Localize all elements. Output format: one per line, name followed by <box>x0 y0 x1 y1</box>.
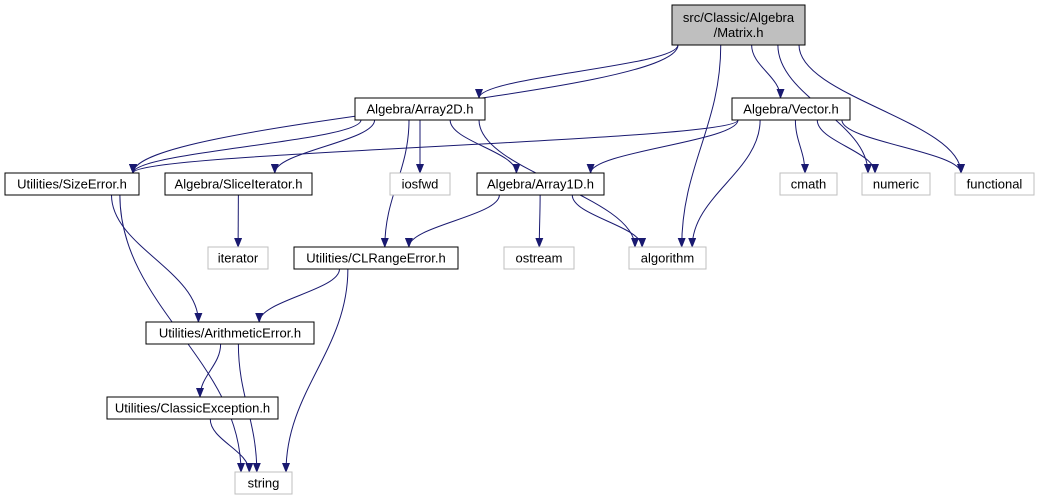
node-arithmeticerror-label: Utilities/ArithmeticError.h <box>159 326 301 341</box>
node-vector-label: Algebra/Vector.h <box>743 102 838 117</box>
node-ostream-box <box>503 246 575 270</box>
edge-array2d-to-array1d <box>449 119 521 174</box>
edge-classicexception-to-string <box>209 418 254 473</box>
node-classicexception-box <box>106 396 279 420</box>
node-sliceiterator-box <box>164 172 313 196</box>
node-matrix[interactable]: src/Classic/Algebra/Matrix.h <box>671 4 806 46</box>
node-iosfwd-box <box>389 172 451 196</box>
node-array2d[interactable]: Algebra/Array2D.h <box>354 97 486 121</box>
edges-layer <box>111 44 965 473</box>
edge-vector-to-functional <box>841 119 965 174</box>
edge-array1d-to-clrangeerror <box>404 194 500 248</box>
node-array2d-box <box>354 97 486 121</box>
edge-vector-to-numeric <box>816 119 879 174</box>
node-string-label: string <box>248 476 280 491</box>
node-algorithm: algorithm <box>628 246 707 270</box>
edge-arithmeticerror-to-classicexception <box>196 343 222 398</box>
edge-vector-to-array1d <box>586 119 739 174</box>
node-iterator: iterator <box>207 246 269 270</box>
node-cmath: cmath <box>779 172 838 196</box>
nodes-layer: src/Classic/Algebra/Matrix.hAlgebra/Arra… <box>4 4 1035 495</box>
edge-array1d-to-algorithm <box>571 194 647 248</box>
node-numeric: numeric <box>861 172 931 196</box>
node-sliceiterator[interactable]: Algebra/SliceIterator.h <box>164 172 313 196</box>
node-numeric-box <box>861 172 931 196</box>
node-sliceiterator-label: Algebra/SliceIterator.h <box>175 177 303 192</box>
node-clrangeerror[interactable]: Utilities/CLRangeError.h <box>293 246 459 270</box>
edge-array2d-to-sizeerror <box>129 119 362 174</box>
edge-matrix-to-vector <box>751 44 785 99</box>
edge-matrix-to-array2d <box>475 44 679 99</box>
node-classicexception-label: Utilities/ClassicException.h <box>115 401 270 416</box>
edge-sizeerror-to-arithmeticerror <box>111 194 203 323</box>
node-array1d-label: Algebra/Array1D.h <box>487 177 594 192</box>
node-algorithm-label: algorithm <box>641 251 694 266</box>
node-arithmeticerror[interactable]: Utilities/ArithmeticError.h <box>145 321 315 345</box>
node-matrix-label: /Matrix.h <box>714 25 764 40</box>
node-string-box <box>234 471 293 495</box>
node-iosfwd: iosfwd <box>389 172 451 196</box>
edge-vector-to-algorithm <box>688 119 761 248</box>
node-algorithm-box <box>628 246 707 270</box>
edge-matrix-to-functional <box>798 44 965 174</box>
node-iterator-label: iterator <box>218 251 259 266</box>
node-array1d[interactable]: Algebra/Array1D.h <box>476 172 605 196</box>
node-clrangeerror-label: Utilities/CLRangeError.h <box>306 251 445 266</box>
node-arithmeticerror-box <box>145 321 315 345</box>
node-array2d-label: Algebra/Array2D.h <box>367 102 474 117</box>
node-clrangeerror-box <box>293 246 459 270</box>
node-ostream-label: ostream <box>516 251 563 266</box>
node-iterator-box <box>207 246 269 270</box>
edge-matrix-to-algorithm <box>677 44 722 248</box>
node-matrix-label: src/Classic/Algebra <box>683 10 795 25</box>
edge-array1d-to-ostream <box>535 194 544 248</box>
edge-vector-to-sizeerror <box>129 119 739 174</box>
node-vector-box <box>731 97 851 121</box>
node-functional-box <box>954 172 1035 196</box>
edge-clrangeerror-to-string <box>282 268 349 473</box>
edge-vector-to-cmath <box>794 119 809 174</box>
node-iosfwd-label: iosfwd <box>402 177 439 192</box>
node-sizeerror[interactable]: Utilities/SizeError.h <box>4 172 140 196</box>
node-functional: functional <box>954 172 1035 196</box>
node-string: string <box>234 471 293 495</box>
node-functional-label: functional <box>967 177 1023 192</box>
node-numeric-label: numeric <box>873 177 920 192</box>
node-vector[interactable]: Algebra/Vector.h <box>731 97 851 121</box>
node-sizeerror-box <box>4 172 140 196</box>
node-array1d-box <box>476 172 605 196</box>
edge-array2d-to-sliceiterator <box>270 119 376 174</box>
edge-clrangeerror-to-arithmeticerror <box>255 268 340 323</box>
node-matrix-box <box>671 4 806 46</box>
node-cmath-box <box>779 172 838 196</box>
node-classicexception[interactable]: Utilities/ClassicException.h <box>106 396 279 420</box>
node-sizeerror-label: Utilities/SizeError.h <box>17 177 127 192</box>
node-ostream: ostream <box>503 246 575 270</box>
node-cmath-label: cmath <box>791 177 826 192</box>
